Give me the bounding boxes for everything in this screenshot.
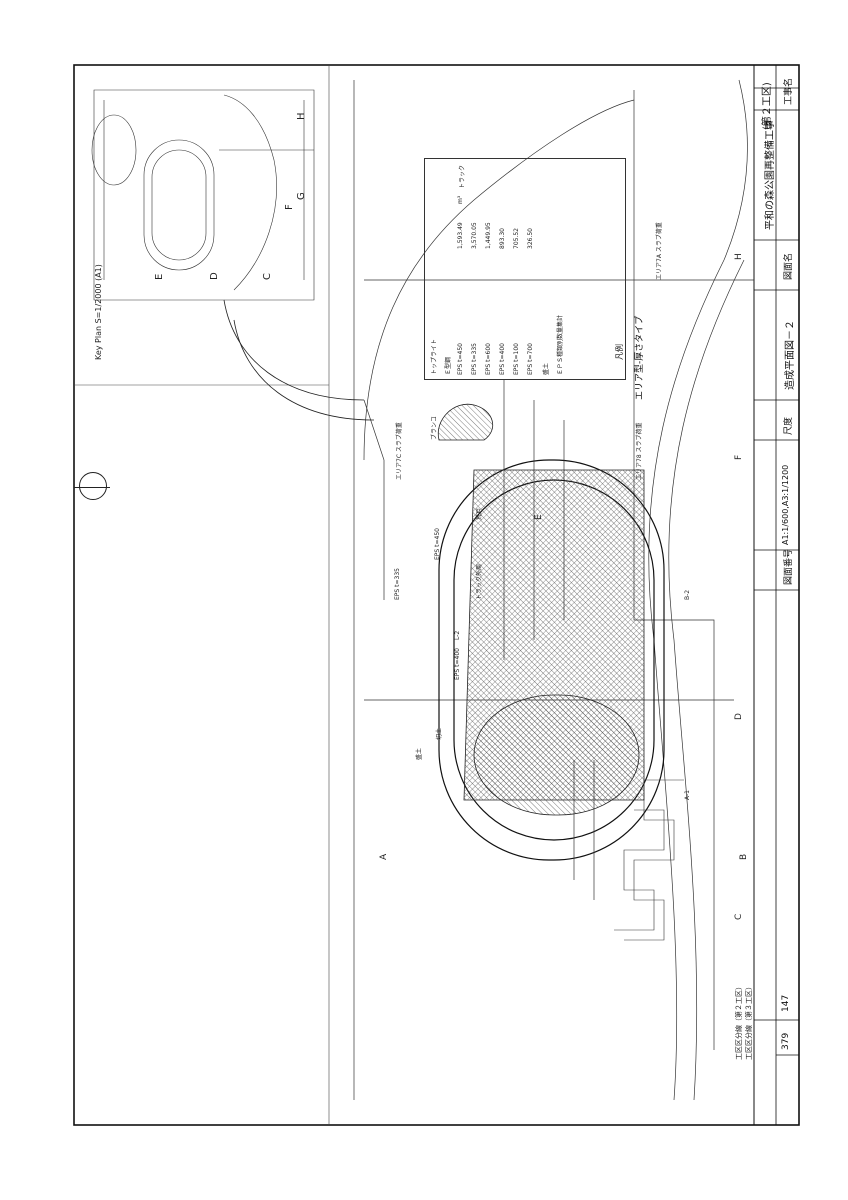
site-plan [223,79,754,1101]
plan-annotation-5: エリア7C スラブ荷重 [396,422,403,480]
legend-section-4: EPS t=600 [485,343,492,375]
section-marker-d: D [734,713,744,720]
plan-annotation-13: 切土 [436,727,443,740]
legend-section-9: ＥＰＳ種類別数量集計 [557,314,564,375]
plan-annotation-9: EPS t=400 [454,648,461,680]
legend-value-4: 705.52 [513,228,520,249]
plan-annotation-3: B-2 [684,589,691,600]
section-marker-b: B [739,853,749,860]
drawing-label: 図面名 [784,252,794,280]
plan-annotation-0: ブランコ [431,415,438,440]
frame-svg [73,64,800,1126]
outer-border [73,64,800,1126]
legend-value-1: 3,570.05 [471,222,478,249]
hatched-pond [437,403,494,441]
project-name: 平和の森公園再整備工事 [765,120,776,230]
eps-hatched-oval [473,694,640,816]
key-plan-marker-e: E [154,273,165,280]
plan-annotation-12: 盛土 [416,747,423,760]
stepped-walls [614,779,684,941]
note-0: 工区区分線（第２工区） [735,983,743,1060]
plan-annotation-11: 荒戸 [476,507,483,520]
legend-section-7: EPS t=700 [527,343,534,375]
section-marker-f: F [734,454,744,460]
drawing-frame: (第２工区) 工事名 平和の森公園再整備工事 図面名 造成平面図－２ 尺度 A1… [34,40,814,1160]
legend-table: トップライト Ｅ型鋼 EPS t=450 EPS t=335 EPS t=600… [424,158,626,380]
section-marker-h: H [734,253,744,260]
plan-annotation-2: A-1 [684,790,691,800]
plan-annotation-8: EPS t=450 [434,528,441,560]
legend-section-8: 盛土 [543,362,550,375]
legend-value-3: 893.30 [499,228,506,249]
legend-section-5: EPS t=400 [499,343,506,375]
legend-section-0: トップライト [431,338,438,375]
plan-annotation-6: エリア7A スラブ荷重 [656,222,663,280]
plan-annotation-4: エリア78 スラブ荷重 [636,422,643,480]
project-label: 工事名 [784,77,794,105]
rotated-drawing: (第２工区) 工事名 平和の森公園再整備工事 図面名 造成平面図－２ 尺度 A1… [34,40,814,1160]
plan-annotation-1: L-2 [454,630,461,640]
key-plan-marker-f: F [284,204,295,210]
section-marker-e: E [534,514,544,520]
scale-label: 尺度 [784,416,794,435]
legend-section-1: Ｅ型鋼 [445,356,452,375]
key-plan-marker-h: H [296,112,307,120]
key-plan-map [91,89,315,301]
number-label: 図面番号 [784,548,794,585]
key-plan-marker-c: C [262,273,273,280]
scale-value: A1:1/600,A3:1/1200 [781,464,790,545]
legend-value-0: 1,593.49 [457,222,464,249]
legend-section-3: EPS t=335 [471,343,478,375]
page-number: 379 [781,1032,791,1050]
legend-truck: トラック [459,164,466,189]
drawing-name: 造成平面図－２ [785,320,796,390]
key-plan-marker-d: D [209,272,220,280]
road-curves [223,299,375,421]
plan-annotation-7: EPS t=335 [394,568,401,600]
legend-unit: m³ [457,195,464,204]
key-plan-title: Key Plan S=1/2000 (A1) [94,264,103,360]
section-marker-a: A [379,853,389,860]
north-arrow-icon [79,472,107,500]
drawing-number: 147 [781,994,791,1012]
legend-area-type: エリア型-厚さタイプ [635,315,645,400]
key-plan-marker-g: G [296,192,307,200]
section-marker-c: C [734,913,744,920]
legend-value-2: 1,449.95 [485,222,492,249]
legend-value-5: 326.50 [527,228,534,249]
legend-section-6: EPS t=100 [513,343,520,375]
north-arrow-line [74,487,110,488]
plan-annotation-10: トラック外周 [476,563,483,600]
legend-section-2: EPS t=450 [457,343,464,375]
note-1: 工区区分線（第３工区） [745,983,753,1060]
